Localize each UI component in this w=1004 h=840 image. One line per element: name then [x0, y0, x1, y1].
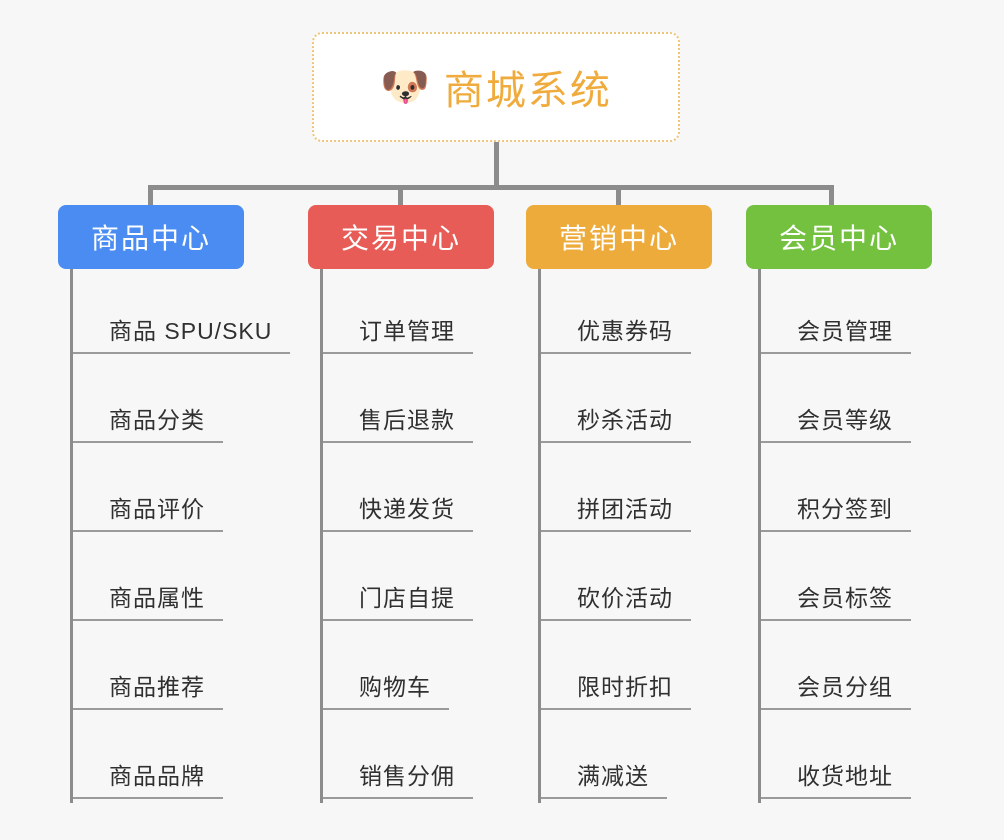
- list-item-label: 商品 SPU/SKU: [107, 312, 291, 354]
- list-item-label: 收货地址: [795, 757, 911, 799]
- list-item[interactable]: 收货地址: [761, 714, 932, 803]
- list-item-label: 限时折扣: [575, 668, 691, 710]
- connector-drop-branch-2: [616, 185, 621, 207]
- list-item[interactable]: 秒杀活动: [541, 358, 712, 447]
- list-item[interactable]: 售后退款: [323, 358, 494, 447]
- list-item[interactable]: 商品 SPU/SKU: [73, 269, 291, 358]
- branch-header-marketing-center[interactable]: 营销中心: [526, 205, 712, 269]
- branch-item-list-marketing-center: 优惠券码 秒杀活动 拼团活动 砍价活动 限时折扣 满减送: [538, 269, 712, 803]
- list-item-label: 秒杀活动: [575, 401, 691, 443]
- branch-column-trade-center: 交易中心 订单管理 售后退款 快递发货 门店自提 购物车 销售分佣: [308, 205, 494, 803]
- list-item-label: 会员标签: [795, 579, 911, 621]
- list-item-label: 会员管理: [795, 312, 911, 354]
- branch-column-product-center: 商品中心 商品 SPU/SKU 商品分类 商品评价 商品属性 商品推荐 商品品牌: [58, 205, 291, 803]
- list-item-label: 门店自提: [357, 579, 473, 621]
- list-item[interactable]: 积分签到: [761, 447, 932, 536]
- list-item[interactable]: 会员等级: [761, 358, 932, 447]
- list-item[interactable]: 满减送: [541, 714, 712, 803]
- list-item-label: 商品推荐: [107, 668, 223, 710]
- list-item[interactable]: 商品评价: [73, 447, 244, 536]
- root-node-title: 商城系统: [443, 69, 612, 113]
- list-item-label: 商品品牌: [107, 757, 223, 799]
- list-item[interactable]: 快递发货: [323, 447, 494, 536]
- connector-drop-branch-0: [148, 185, 153, 207]
- list-item[interactable]: 砍价活动: [541, 536, 712, 625]
- connector-drop-branch-3: [829, 185, 834, 207]
- branch-item-list-member-center: 会员管理 会员等级 积分签到 会员标签 会员分组 收货地址: [758, 269, 932, 803]
- list-item[interactable]: 会员分组: [761, 625, 932, 714]
- list-item-label: 购物车: [357, 668, 449, 710]
- list-item[interactable]: 商品属性: [73, 536, 244, 625]
- list-item[interactable]: 商品分类: [73, 358, 244, 447]
- list-item-label: 商品分类: [107, 401, 223, 443]
- list-item-label: 会员等级: [795, 401, 911, 443]
- list-item[interactable]: 会员标签: [761, 536, 932, 625]
- branch-column-marketing-center: 营销中心 优惠券码 秒杀活动 拼团活动 砍价活动 限时折扣 满减送: [526, 205, 712, 803]
- list-item[interactable]: 购物车: [323, 625, 494, 714]
- list-item-label: 销售分佣: [357, 757, 473, 799]
- list-item-label: 快递发货: [357, 490, 473, 532]
- list-item[interactable]: 拼团活动: [541, 447, 712, 536]
- list-item-label: 满减送: [575, 757, 667, 799]
- branch-item-list-trade-center: 订单管理 售后退款 快递发货 门店自提 购物车 销售分佣: [320, 269, 494, 803]
- list-item[interactable]: 商品品牌: [73, 714, 244, 803]
- list-item[interactable]: 商品推荐: [73, 625, 244, 714]
- branch-column-member-center: 会员中心 会员管理 会员等级 积分签到 会员标签 会员分组 收货地址: [746, 205, 932, 803]
- list-item[interactable]: 销售分佣: [323, 714, 494, 803]
- list-item-label: 砍价活动: [575, 579, 691, 621]
- branch-header-product-center[interactable]: 商品中心: [58, 205, 244, 269]
- list-item-label: 商品评价: [107, 490, 223, 532]
- list-item-label: 积分签到: [795, 490, 911, 532]
- connector-horizontal-bus: [148, 185, 834, 190]
- list-item[interactable]: 门店自提: [323, 536, 494, 625]
- list-item-label: 会员分组: [795, 668, 911, 710]
- list-item-label: 商品属性: [107, 579, 223, 621]
- list-item[interactable]: 订单管理: [323, 269, 494, 358]
- root-node-shop-system[interactable]: 🐶 商城系统: [312, 32, 680, 142]
- shiba-dog-face-icon: 🐶: [380, 65, 430, 109]
- branch-header-member-center[interactable]: 会员中心: [746, 205, 932, 269]
- list-item-label: 优惠券码: [575, 312, 691, 354]
- list-item[interactable]: 优惠券码: [541, 269, 712, 358]
- list-item[interactable]: 会员管理: [761, 269, 932, 358]
- branch-item-list-product-center: 商品 SPU/SKU 商品分类 商品评价 商品属性 商品推荐 商品品牌: [70, 269, 291, 803]
- list-item[interactable]: 限时折扣: [541, 625, 712, 714]
- branch-header-trade-center[interactable]: 交易中心: [308, 205, 494, 269]
- connector-root-stem: [494, 142, 499, 186]
- list-item-label: 订单管理: [357, 312, 473, 354]
- list-item-label: 售后退款: [357, 401, 473, 443]
- list-item-label: 拼团活动: [575, 490, 691, 532]
- connector-drop-branch-1: [398, 185, 403, 207]
